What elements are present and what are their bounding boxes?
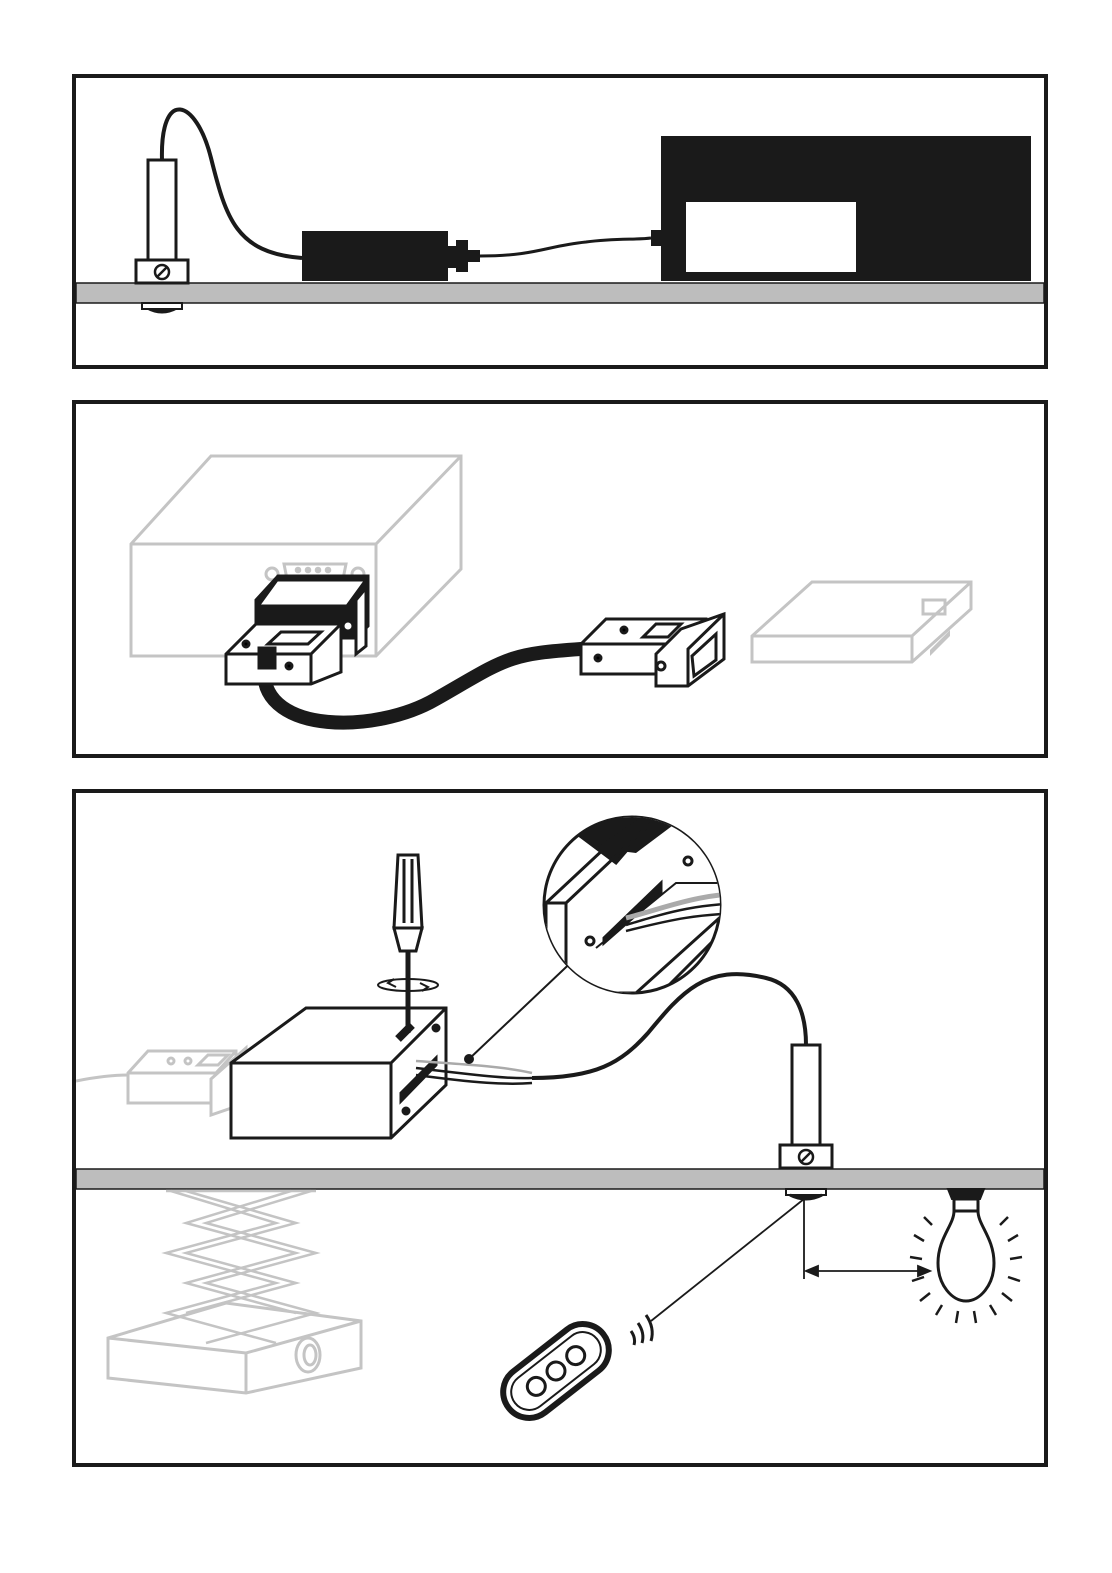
receiver-cable [532, 974, 806, 1078]
ir-signal-line [651, 1199, 804, 1321]
projector-lift-icon [166, 1191, 316, 1343]
ghost-connector-icon [76, 1048, 246, 1115]
wiring-diagram [76, 793, 1044, 1463]
serial-connector-icon [226, 576, 368, 684]
callout-pointer [464, 953, 581, 1064]
projector-icon [108, 1303, 361, 1393]
panel-power-supply [72, 74, 1048, 369]
serial-connection-diagram [76, 404, 1044, 754]
receiver-cable [162, 109, 302, 258]
interface-box-icon [752, 582, 971, 662]
terminal-box-icon [231, 1008, 446, 1138]
screwdriver-icon [378, 855, 438, 1033]
ir-waves-icon [631, 1315, 652, 1345]
control-box-icon [661, 136, 1031, 281]
remote-control-icon [493, 1314, 620, 1429]
power-adapter-icon [302, 231, 480, 281]
ceiling-bar [76, 1169, 1044, 1189]
power-supply-diagram [76, 78, 1044, 365]
panel-serial-connection [72, 400, 1048, 758]
light-bulb-icon [910, 1189, 1022, 1323]
ceiling-bar [76, 283, 1044, 303]
distance-arrow [804, 1195, 930, 1279]
magnified-detail-icon [544, 793, 756, 993]
serial-connector-right-icon [581, 614, 724, 686]
panel-wiring-remote [72, 789, 1048, 1467]
adapter-cable [480, 238, 651, 256]
